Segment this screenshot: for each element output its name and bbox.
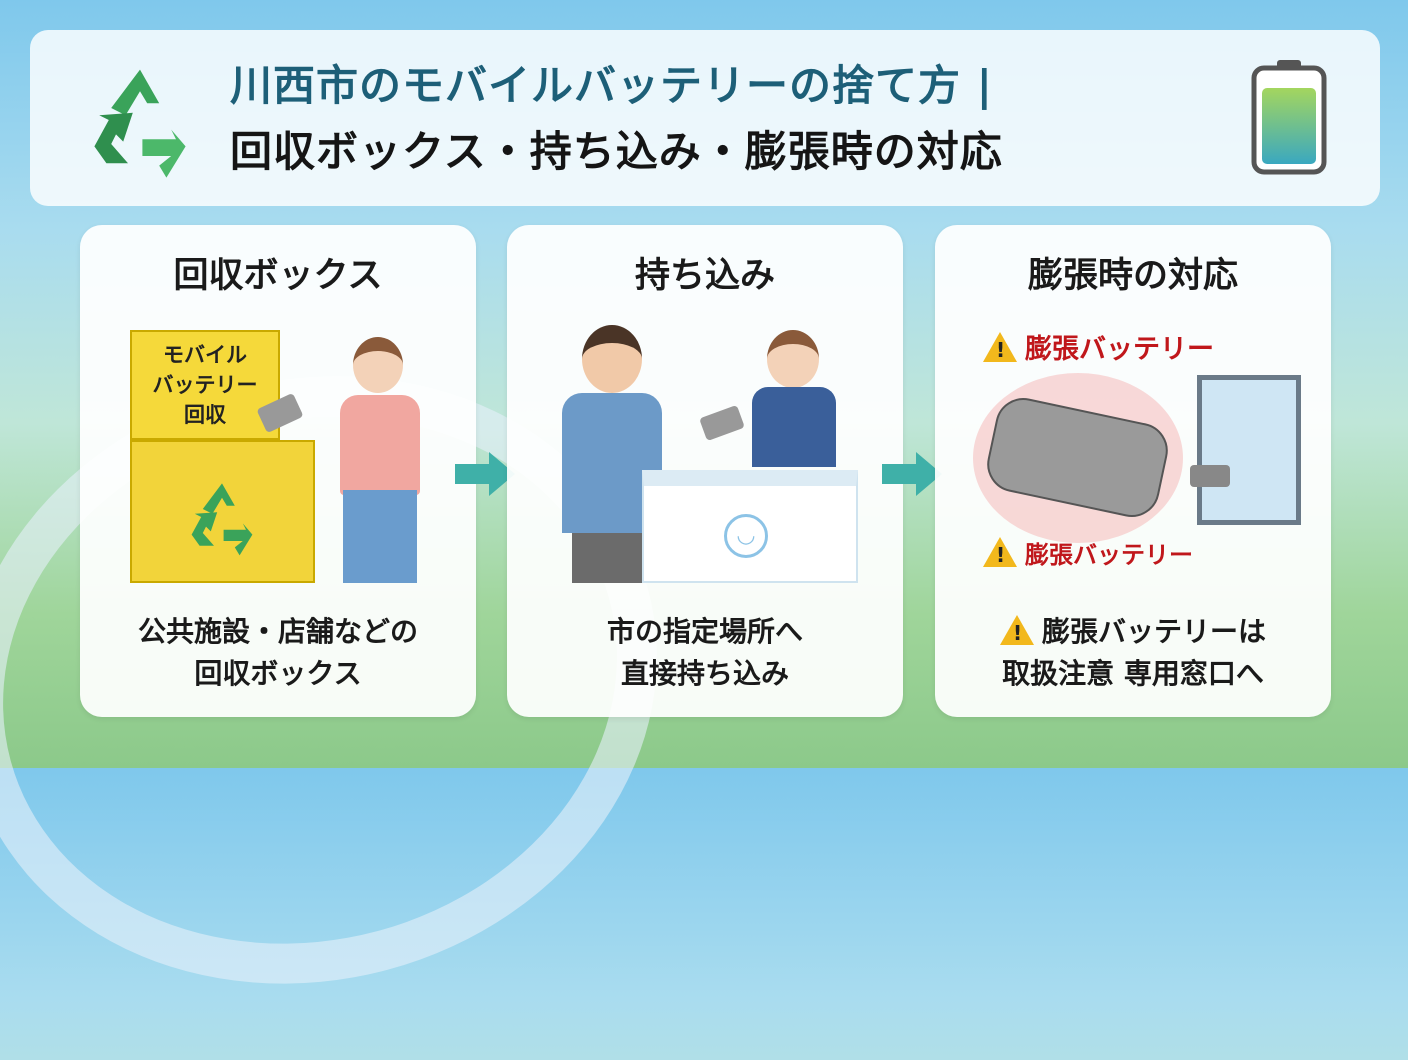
card-caption: 公共施設・店舗などの bbox=[137, 615, 418, 648]
warning-icon bbox=[983, 332, 1017, 362]
arrow-right-icon bbox=[455, 452, 515, 496]
card-caption: 取扱注意 専用窓口へ bbox=[1002, 657, 1264, 690]
woman-body bbox=[340, 395, 420, 495]
card-caption: 市の指定場所へ bbox=[606, 615, 803, 648]
box-label-line: モバイル bbox=[163, 343, 247, 367]
swollen-battery-warning-top: 膨張バッテリー bbox=[983, 327, 1214, 366]
collection-box bbox=[130, 440, 315, 583]
smiley-icon: ◡ bbox=[724, 514, 768, 558]
box-label-line: バッテリー bbox=[152, 373, 258, 397]
man-head bbox=[582, 325, 642, 393]
small-battery bbox=[1190, 465, 1230, 487]
clerk-body bbox=[752, 387, 836, 467]
box-label-line: 回収 bbox=[184, 403, 226, 427]
card-title: 膨張時の対応 bbox=[1027, 256, 1238, 296]
arrow-right-icon bbox=[882, 452, 942, 496]
service-window bbox=[1197, 375, 1301, 525]
warning-icon bbox=[983, 537, 1017, 567]
warning-label: 膨張バッテリー bbox=[1025, 334, 1214, 365]
battery-icon bbox=[1251, 60, 1327, 175]
bring-in-illustration: ◡ bbox=[552, 325, 858, 583]
title-line-1: 川西市のモバイルバッテリーの捨て方 | bbox=[230, 61, 993, 110]
warning-label: 膨張バッテリー bbox=[1025, 541, 1193, 569]
woman-skirt bbox=[343, 490, 417, 583]
woman-head bbox=[353, 337, 403, 393]
card-title: 持ち込み bbox=[634, 256, 775, 296]
swollen-battery-warning-bottom: 膨張バッテリー bbox=[983, 535, 1193, 570]
card-swollen-battery: 膨張時の対応 膨張バッテリー 膨張バッテリー 膨張バッテリーは 取扱注意 専用窓… bbox=[935, 225, 1331, 717]
card-collection-box: 回収ボックス モバイル バッテリー 回収 公共施設・店舗などの 回収ボックス bbox=[80, 225, 476, 717]
card-caption: 回収ボックス bbox=[194, 657, 362, 690]
box-sign: モバイル バッテリー 回収 bbox=[130, 330, 280, 440]
header-panel bbox=[30, 30, 1380, 206]
caption-text: 膨張バッテリーは bbox=[1041, 615, 1266, 648]
recycle-icon bbox=[94, 69, 186, 178]
card-caption: 直接持ち込み bbox=[620, 657, 789, 690]
card-bring-in: 持ち込み ◡ 市の指定場所へ 直接持ち込み bbox=[507, 225, 903, 717]
recycle-icon bbox=[191, 483, 253, 556]
clerk-head bbox=[767, 330, 819, 388]
warning-icon bbox=[999, 615, 1034, 645]
mobile-battery bbox=[699, 404, 745, 442]
counter: ◡ bbox=[642, 470, 858, 583]
card-title: 回収ボックス bbox=[173, 256, 383, 296]
card-caption: 膨張バッテリーは bbox=[935, 610, 1331, 650]
title-line-2: 回収ボックス・持ち込み・膨張時の対応 bbox=[230, 127, 1003, 176]
man-legs bbox=[572, 533, 652, 583]
collection-box-illustration: モバイル バッテリー 回収 bbox=[125, 325, 431, 583]
